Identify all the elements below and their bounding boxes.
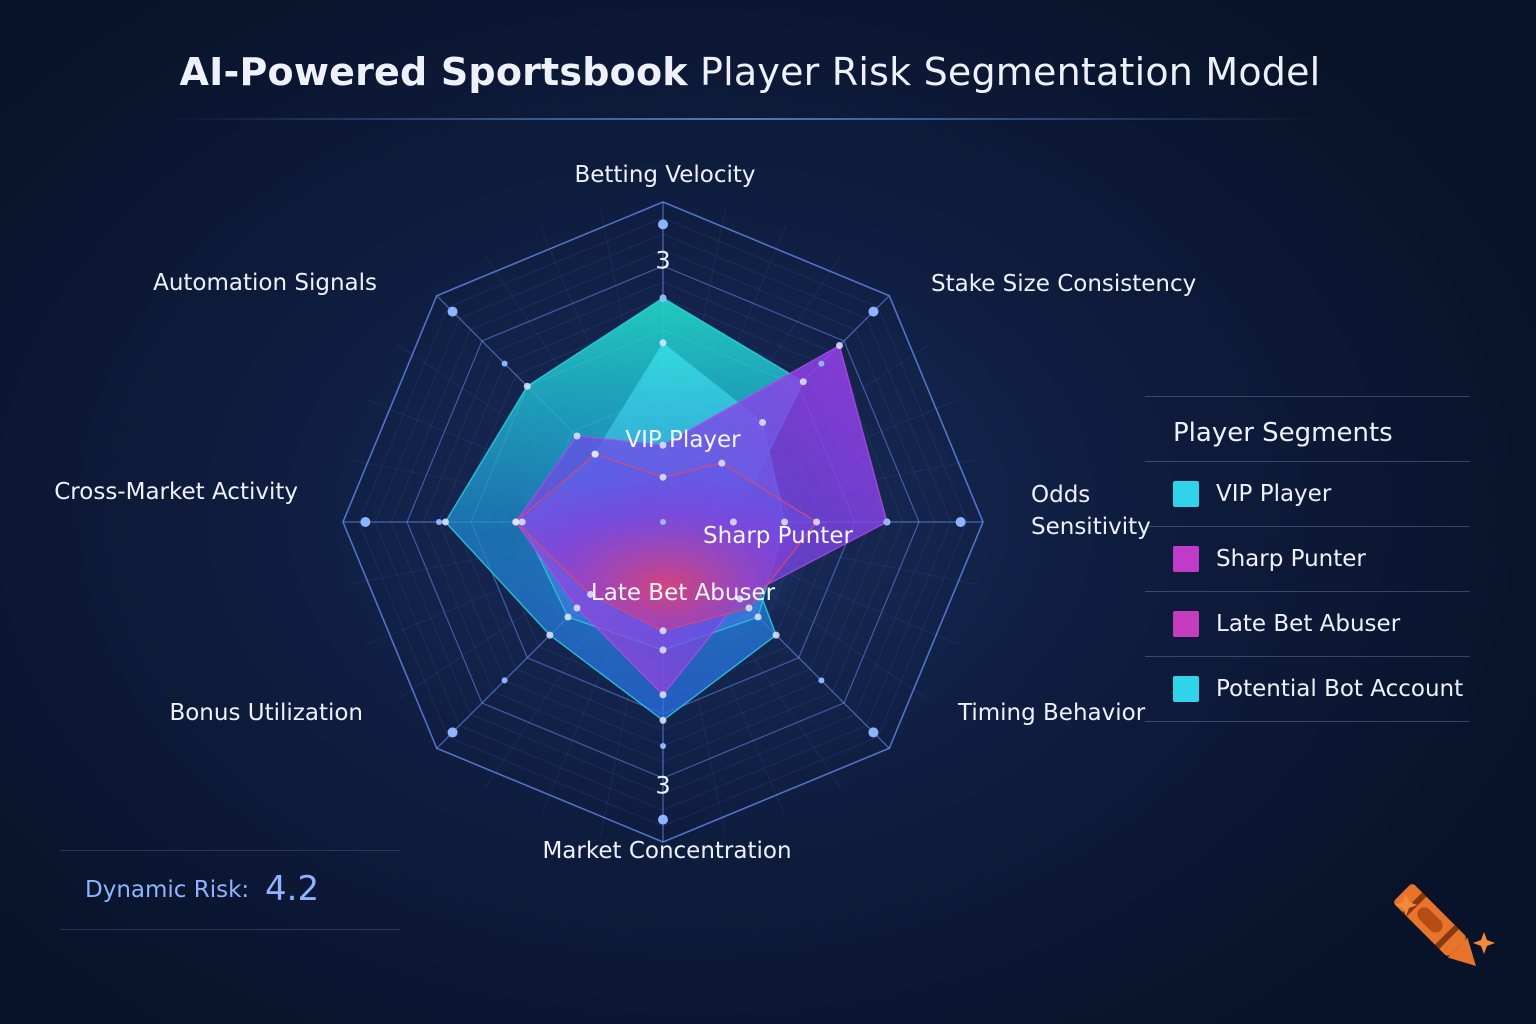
series-point: [745, 604, 753, 612]
page-title: AI-Powered Sportsbook Player Risk Segmen…: [0, 50, 1500, 94]
series-point: [512, 518, 520, 526]
series-label: Late Bet Abuser: [591, 580, 776, 606]
axis-marker: [501, 677, 508, 684]
dynamic-risk-label: Dynamic Risk:: [85, 877, 250, 903]
series-point: [759, 418, 767, 426]
title-rest: Player Risk Segmentation Model: [700, 50, 1321, 94]
axis-marker: [447, 306, 458, 317]
series-point: [659, 441, 667, 449]
series-point: [772, 631, 780, 639]
series-point: [718, 459, 726, 467]
axis-marker: [658, 814, 668, 825]
legend-label: Sharp Punter: [1216, 546, 1366, 572]
series-point: [587, 590, 595, 598]
legend-item-potential-bot-account: Potential Bot Account: [1145, 657, 1470, 722]
axis-label-stake-size-consistency: Stake Size Consistency: [931, 271, 1197, 297]
axis-label-automation-signals: Automation Signals: [153, 270, 377, 296]
radar-tick-label: 3: [655, 771, 670, 799]
crayon-logo-icon: [1394, 884, 1495, 966]
axis-marker: [360, 517, 371, 527]
series-point: [564, 613, 572, 621]
series-point: [659, 646, 667, 654]
axis-marker: [868, 306, 879, 317]
legend-swatch: [1173, 546, 1199, 572]
series-point: [781, 518, 789, 526]
legend-label: VIP Player: [1216, 481, 1332, 507]
axis-marker: [660, 743, 666, 749]
legend-item-vip-player: VIP Player: [1145, 462, 1470, 527]
axis-marker: [658, 219, 668, 230]
legend-title: Player Segments: [1145, 396, 1470, 462]
legend-swatch: [1173, 676, 1199, 702]
series-point: [573, 432, 581, 440]
title-strong: AI-Powered Sportsbook: [179, 50, 688, 94]
axis-marker: [884, 519, 890, 525]
series-point: [523, 382, 531, 390]
dynamic-risk-value: 4.2: [265, 869, 320, 909]
axis-label-odds-sensitivity: Odds Sensitivity: [1031, 482, 1151, 540]
legend-label: Late Bet Abuser: [1216, 611, 1401, 637]
series-point: [591, 450, 599, 458]
series-point: [659, 627, 667, 635]
legend: Player Segments VIP Player Sharp Punter …: [1145, 396, 1470, 722]
radar-tick-label: 3: [655, 247, 670, 275]
series-point: [659, 716, 667, 724]
series-point: [835, 342, 843, 350]
axis-label-betting-velocity: Betting Velocity: [574, 162, 756, 188]
axis-marker: [660, 295, 666, 301]
axis-label-market-concentration: Market Concentration: [542, 838, 792, 864]
series-point: [518, 518, 526, 526]
axis-label-bonus-utilization: Bonus Utilization: [169, 700, 363, 726]
legend-swatch: [1173, 611, 1199, 637]
axis-marker: [868, 727, 879, 738]
series-point: [813, 518, 821, 526]
legend-item-sharp-punter: Sharp Punter: [1145, 527, 1470, 592]
radar-center: [660, 519, 666, 525]
series-point: [659, 339, 667, 347]
legend-label: Potential Bot Account: [1216, 676, 1464, 702]
axis-label-timing-behavior: Timing Behavior: [958, 700, 1146, 726]
series-point: [659, 473, 667, 481]
axis-marker: [955, 517, 966, 527]
series-label: Sharp Punter: [703, 523, 853, 549]
axis-marker: [501, 360, 508, 367]
series-point: [659, 691, 667, 699]
axis-label-cross-market-activity: Cross-Market Activity: [54, 479, 298, 505]
series-point: [754, 613, 762, 621]
axis-marker: [436, 519, 442, 525]
axis-marker: [818, 360, 825, 367]
series-point: [799, 378, 807, 386]
series-label: VIP Player: [625, 427, 741, 453]
series-point: [729, 518, 737, 526]
legend-item-late-bet-abuser: Late Bet Abuser: [1145, 592, 1470, 657]
axis-marker: [447, 727, 458, 738]
legend-swatch: [1173, 481, 1199, 507]
dynamic-risk-panel: Dynamic Risk: 4.2: [60, 850, 400, 930]
series-point: [573, 604, 581, 612]
title-divider: [160, 118, 1320, 120]
series-point: [736, 595, 744, 603]
series-point: [441, 518, 449, 526]
series-point: [546, 631, 554, 639]
axis-marker: [818, 677, 825, 684]
